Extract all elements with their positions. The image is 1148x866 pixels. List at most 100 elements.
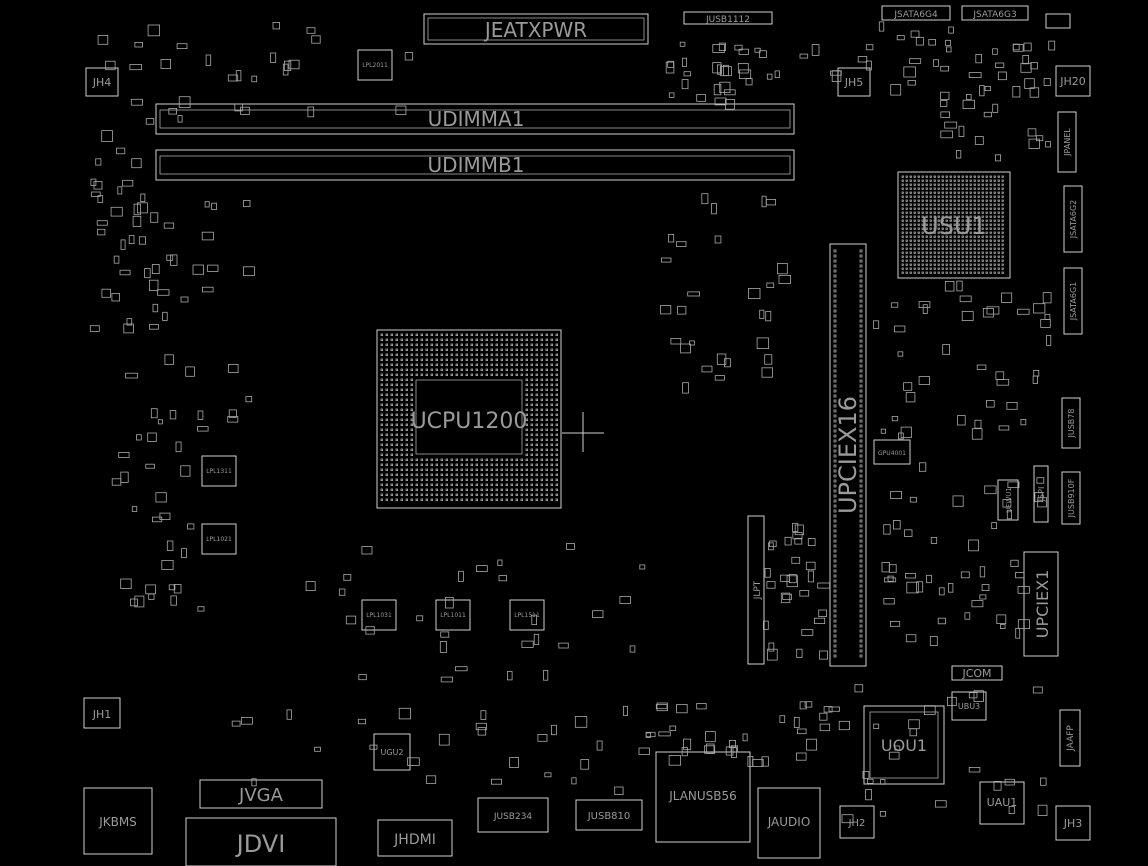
smd-pad: [903, 382, 913, 391]
smd-pad: [251, 778, 257, 787]
jvga-connector[interactable]: JVGA: [199, 779, 323, 809]
smd-pad: [888, 751, 900, 760]
smd-pad: [765, 198, 776, 206]
smd-pad: [1046, 334, 1052, 346]
smd-pad: [754, 47, 761, 53]
smd-pad: [314, 746, 321, 752]
smd-pad: [126, 318, 133, 326]
smd-pad: [175, 441, 182, 453]
smd-pad: [440, 676, 453, 683]
mounting-hole-jh3: JH3: [1055, 805, 1091, 841]
gpu4001-chip: GPU4001: [873, 439, 911, 465]
jsata6g4-connector[interactable]: JSATA6G4: [881, 5, 951, 21]
smd-pad: [687, 291, 701, 297]
jsata6g3-connector[interactable]: JSATA6G3: [961, 5, 1029, 21]
udimmb1-slot[interactable]: UDIMMB1: [155, 149, 795, 181]
jusb78-connector[interactable]: JUSB78: [1061, 397, 1081, 449]
smd-pad: [780, 592, 791, 604]
jusb810-connector[interactable]: JUSB810: [575, 799, 643, 831]
jlanusb56-connector[interactable]: JLANUSB56: [655, 751, 751, 843]
smd-pad: [962, 99, 976, 109]
jaafp-connector[interactable]: JAAFP: [1059, 709, 1081, 767]
smd-pad: [909, 728, 917, 737]
jeatxpwr-connector[interactable]: JEATXPWR: [423, 13, 649, 45]
smd-pad: [1037, 497, 1047, 508]
smd-pad: [120, 239, 126, 250]
smd-pad: [761, 756, 769, 767]
jaudio-connector[interactable]: JAUDIO: [757, 787, 821, 859]
smd-pad: [782, 593, 792, 600]
jusb1112-connector[interactable]: JUSB1112: [683, 11, 773, 25]
jspi-connector[interactable]: JSPI: [1033, 465, 1049, 523]
smd-pad: [558, 642, 569, 649]
ubu3-label: UBU3: [958, 702, 980, 711]
smd-pad: [1030, 62, 1038, 70]
jdvi-connector[interactable]: JDVI: [185, 817, 337, 866]
smd-pad: [1015, 628, 1021, 639]
smd-pad: [311, 35, 321, 44]
smd-pad: [148, 279, 159, 292]
smd-pad: [96, 220, 108, 226]
smd-pad: [873, 320, 880, 329]
smd-pad: [717, 64, 722, 75]
smd-pad: [365, 626, 375, 635]
smd-pad: [521, 640, 534, 648]
smd-pad: [711, 202, 717, 215]
smd-pad: [794, 537, 803, 545]
smd-pad: [180, 296, 189, 303]
jspi-label: JSPI: [1037, 487, 1046, 503]
smd-pad: [227, 416, 239, 423]
smd-pad: [231, 720, 241, 727]
jcom-connector[interactable]: JCOM: [951, 665, 1003, 681]
smd-pad: [938, 587, 945, 596]
smd-pad: [1008, 806, 1015, 815]
usu1-chipset[interactable]: USU1: [897, 171, 1011, 279]
jkbms-connector[interactable]: JKBMS: [83, 787, 153, 855]
smd-pad: [937, 617, 946, 625]
smd-pad: [1033, 303, 1046, 314]
jusb234-connector[interactable]: JUSB234: [477, 797, 549, 833]
jhdmi-connector[interactable]: JHDMI: [377, 819, 453, 857]
smd-pad: [638, 747, 650, 755]
jaudio-label: JAUDIO: [767, 815, 811, 829]
lpl1021-inductor: LPL1021: [201, 523, 237, 555]
jusb910f-connector[interactable]: JUSB910F: [1061, 471, 1081, 525]
smd-pad: [992, 103, 999, 113]
jaafp-label: JAAFP: [1066, 725, 1076, 752]
smd-pad: [160, 59, 171, 70]
smd-pad: [170, 595, 177, 606]
smd-pad: [180, 465, 191, 477]
smd-pad: [173, 584, 182, 594]
smd-pad: [1034, 492, 1044, 503]
smd-pad: [761, 367, 773, 378]
smd-pad: [774, 70, 780, 79]
smd-pad: [596, 740, 603, 751]
upciex16-slot[interactable]: UPCIEX16: [829, 243, 867, 667]
smd-pad: [905, 634, 917, 643]
uau1-label: UAU1: [987, 796, 1018, 809]
jsata6g1-connector[interactable]: JSATA6G1: [1063, 267, 1083, 335]
smd-pad: [201, 231, 214, 241]
udimma1-slot[interactable]: UDIMMA1: [155, 103, 795, 135]
jlpt-connector[interactable]: JLPT: [747, 515, 765, 665]
smd-pad: [681, 747, 688, 757]
ucpu1-socket[interactable]: UCPU1200: [376, 329, 562, 509]
upciex1-slot[interactable]: UPCIEX1: [1023, 551, 1059, 657]
smd-pad: [918, 376, 930, 385]
smd-pad: [979, 566, 986, 578]
jsata6g2-label: JSATA6G2: [1069, 200, 1078, 240]
smd-pad: [629, 645, 636, 653]
smd-pad: [974, 419, 982, 429]
smd-pad: [881, 562, 890, 573]
smd-pad: [1036, 135, 1044, 142]
smd-pad: [818, 609, 827, 617]
smd-pad: [712, 62, 722, 74]
smd-pad: [506, 671, 513, 681]
smd-pad: [282, 63, 289, 76]
smd-pad: [197, 606, 205, 612]
jsata6g2-connector[interactable]: JSATA6G2: [1063, 185, 1083, 253]
smd-pad: [157, 289, 170, 296]
smd-pad: [1006, 401, 1018, 410]
smd-pad: [1036, 477, 1045, 484]
jpanel-connector[interactable]: JPANEL: [1057, 111, 1077, 173]
